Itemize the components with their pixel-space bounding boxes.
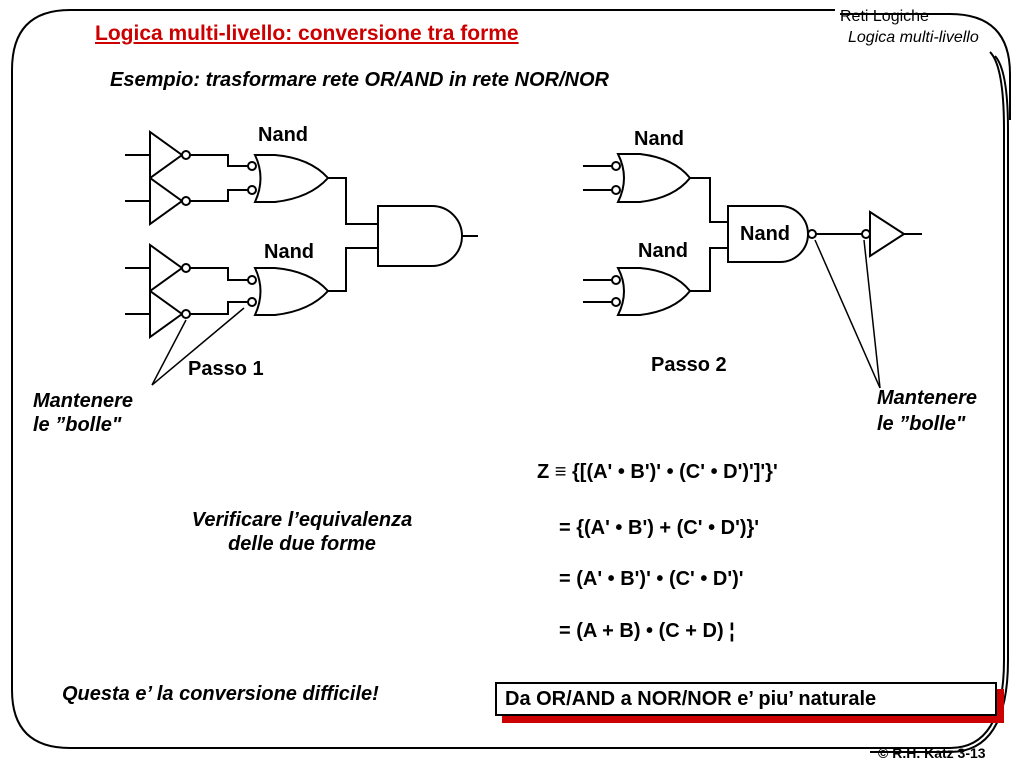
step1-note-line1: Mantenere: [33, 390, 134, 412]
equation-line: Z ≡ {[(A' • B')' • (C' • D')']'}': [537, 461, 778, 483]
section-name: Logica multi-livello: [848, 29, 979, 46]
natural-conversion-box: Da OR/AND a NOR/NOR e’ piu’ naturale: [495, 682, 997, 716]
or-gate-with-bubbles: [611, 267, 692, 316]
footer-credit: © R.H. Katz 3-13: [878, 745, 986, 761]
equation-line: = {(A' • B') + (C' • D')}': [559, 517, 760, 539]
equation-line: = (A' • B')' • (C' • D')': [559, 568, 744, 590]
nand-label: Nand: [264, 241, 314, 263]
difficult-note: Questa e’ la conversione difficile!: [62, 683, 379, 705]
nand-label: Nand: [258, 124, 308, 146]
verify-line1: Verificare l’equivalenza: [191, 509, 413, 531]
nand-gate: [727, 205, 817, 263]
inverter: [861, 210, 906, 258]
step2-caption: Passo 2: [651, 354, 727, 376]
or-gate-with-bubbles: [611, 153, 692, 203]
step1-caption: Passo 1: [188, 358, 264, 380]
step1-circuit: [125, 130, 478, 386]
slide-title: Logica multi-livello: conversione tra fo…: [95, 22, 519, 45]
step2-note-line1: Mantenere: [877, 387, 978, 409]
step2-circuit: [583, 153, 922, 389]
step2-note-line2: le ”bolle": [877, 413, 966, 435]
or-gate-with-bubbles: [247, 267, 330, 316]
or-gate-with-bubbles: [247, 154, 330, 203]
slide-frame: [11, 9, 1011, 753]
and-gate: [377, 205, 463, 267]
inverter: [149, 289, 191, 339]
inverter: [149, 130, 191, 180]
nand-label: Nand: [634, 128, 684, 150]
slide-subtitle: Esempio: trasformare rete OR/AND in rete…: [110, 69, 610, 91]
equation-line: = (A + B) • (C + D) ¦: [559, 620, 735, 642]
inverter: [149, 176, 191, 226]
verify-line2: delle due forme: [228, 533, 376, 555]
nand-label: Nand: [740, 223, 790, 245]
step1-note-line2: le ”bolle": [33, 414, 122, 436]
nand-label: Nand: [638, 240, 688, 262]
course-name: Reti Logiche: [840, 8, 929, 25]
inverter: [149, 243, 191, 293]
